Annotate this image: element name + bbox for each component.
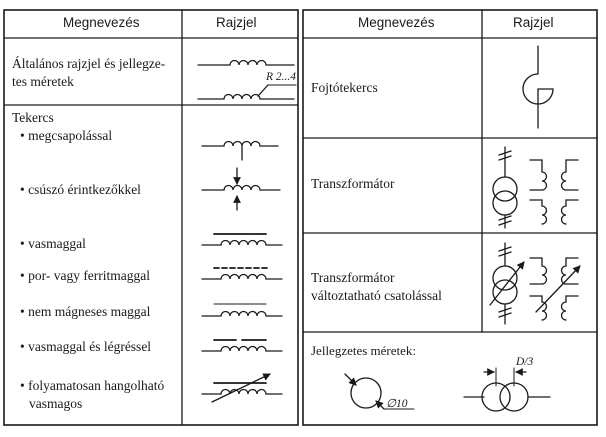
- diameter-dimension-icon: [344, 373, 415, 410]
- left-table-frame: [3, 9, 299, 426]
- right-header-name: Megnevezés: [358, 15, 435, 30]
- choke-icon: [522, 45, 554, 129]
- iron-core-coil-icon: [201, 233, 283, 246]
- coil-icon: [197, 59, 297, 100]
- item-non-magnetic: • nem mágneses maggal: [20, 304, 151, 319]
- variable-core-coil-icon: [201, 373, 283, 403]
- general-text-line2: tes méretek: [12, 74, 74, 89]
- right-header-symbol: Rajzjel: [513, 15, 554, 30]
- diameter-label: ∅10: [386, 398, 408, 410]
- variable-transformer-label-line1: Transzformátor: [311, 270, 395, 285]
- item-tapped: • megcsapolással: [20, 128, 113, 143]
- left-header-name: Megnevezés: [63, 15, 140, 30]
- item-iron-core: • vasmaggal: [20, 236, 86, 251]
- sliding-contact-coil-icon: [201, 167, 281, 211]
- item-ferrite: • por- vagy ferritmaggal: [20, 268, 151, 283]
- distance-dimension-icon: [463, 367, 551, 412]
- transformer-icon: [492, 146, 579, 229]
- transformer-label: Transzformátor: [311, 176, 395, 191]
- dimensions-title: Jellegzetes méretek:: [311, 343, 417, 358]
- radius-label: R 2...4: [266, 71, 297, 83]
- ferrite-core-coil-icon: [201, 267, 283, 280]
- distance-label: D/3: [516, 356, 534, 368]
- right-table-frame: [302, 9, 598, 426]
- item-sliding: • csúszó érintkezőkkel: [20, 182, 141, 197]
- non-magnetic-core-coil-icon: [201, 303, 283, 317]
- left-header-symbol: Rajzjel: [216, 15, 257, 30]
- air-gap-core-coil-icon: [201, 339, 283, 352]
- choke-label: Fojtótekercs: [311, 80, 378, 95]
- tapped-coil-icon: [201, 140, 279, 161]
- variable-transformer-icon: [489, 242, 581, 325]
- item-tunable-line1: • folyamatosan hangolható: [20, 378, 165, 393]
- item-tunable-line2: vasmagos: [29, 396, 83, 411]
- general-text-line1: Általános rajzjel és jellegze-: [12, 56, 166, 71]
- variable-transformer-label-line2: változtatható csatolással: [311, 288, 442, 303]
- coil-title: Tekercs: [12, 110, 54, 125]
- item-air-gap: • vasmaggal és légréssel: [20, 339, 152, 354]
